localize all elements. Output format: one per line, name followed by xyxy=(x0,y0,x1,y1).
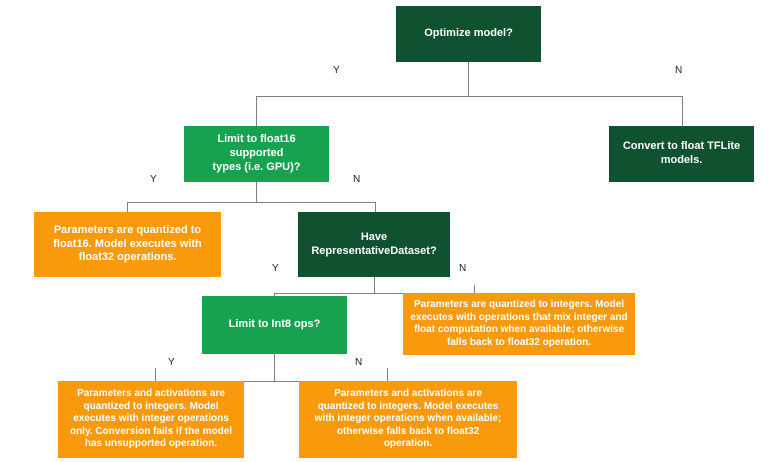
connector-optimize-to-float16 xyxy=(256,96,257,126)
node-params-int-mixed[interactable]: Parameters are quantized to integers. Mo… xyxy=(403,293,635,355)
connector-dataset-to-mixed xyxy=(474,285,475,293)
node-limit-int8-ops[interactable]: Limit to Int8 ops? xyxy=(202,296,347,354)
connector-dataset-to-int8 xyxy=(274,293,275,296)
node-have-representative-dataset[interactable]: Have RepresentativeDataset? xyxy=(298,212,450,277)
connector-float16-stem xyxy=(256,182,257,202)
connector-dataset-split-bar xyxy=(274,293,474,294)
node-optimize-model[interactable]: Optimize model? xyxy=(396,6,541,62)
branch-label-float16-yes: Y xyxy=(150,174,157,185)
connector-optimize-split-bar xyxy=(256,96,682,97)
connector-optimize-stem xyxy=(468,62,469,96)
connector-int8-to-fallback xyxy=(387,368,388,381)
connector-optimize-to-convert xyxy=(682,96,683,126)
branch-label-int8-yes: Y xyxy=(168,357,175,368)
node-limit-float16[interactable]: Limit to float16 supported types (i.e. G… xyxy=(184,126,329,182)
connector-float16-to-params xyxy=(127,202,128,212)
node-params-float16[interactable]: Parameters are quantized to float16. Mod… xyxy=(34,212,221,277)
connector-int8-to-int-only xyxy=(155,368,156,381)
connector-int8-stem xyxy=(274,354,275,381)
connector-float16-to-dataset xyxy=(375,202,376,212)
branch-label-dataset-no: N xyxy=(459,263,467,274)
branch-label-int8-no: N xyxy=(355,357,363,368)
branch-label-float16-no: N xyxy=(353,174,361,185)
branch-label-optimize-no: N xyxy=(675,65,683,76)
branch-label-dataset-yes: Y xyxy=(272,263,279,274)
connector-float16-split-bar xyxy=(127,202,375,203)
connector-dataset-stem xyxy=(374,277,375,293)
node-params-int-only[interactable]: Parameters and activations are quantized… xyxy=(58,381,244,458)
node-convert-float-tflite[interactable]: Convert to float TFLite models. xyxy=(609,126,754,182)
node-params-int-fallback[interactable]: Parameters and activations are quantized… xyxy=(299,381,517,458)
branch-label-optimize-yes: Y xyxy=(333,65,340,76)
connector-int8-split-bar xyxy=(155,381,387,382)
